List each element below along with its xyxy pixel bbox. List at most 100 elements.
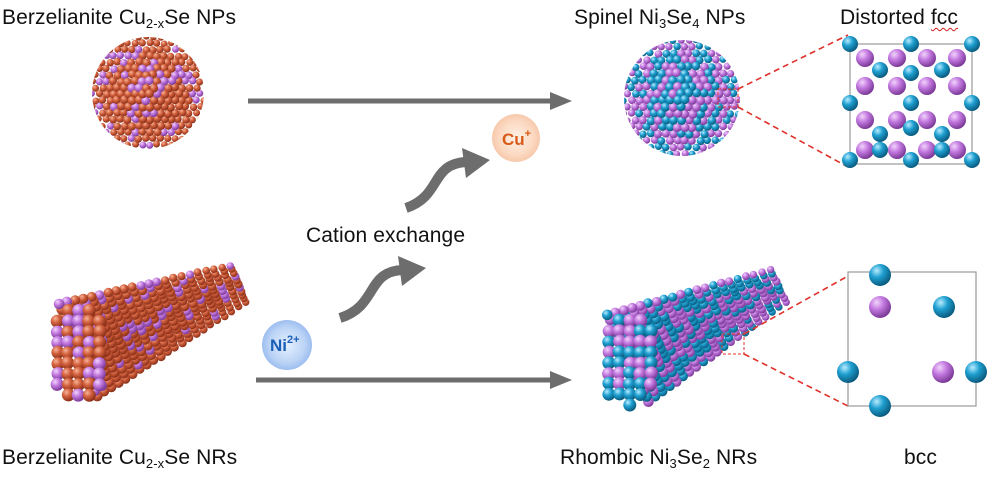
nickel-atom xyxy=(730,76,739,84)
nickel-atom xyxy=(692,49,701,58)
copper-atom xyxy=(127,96,137,105)
copper-atom xyxy=(177,58,186,66)
selenium-atom xyxy=(634,313,648,327)
copper-atom xyxy=(159,52,168,60)
selenium-atom xyxy=(948,77,966,95)
copper-atom xyxy=(123,115,132,125)
selenium-atom xyxy=(643,109,652,118)
selenium-atom xyxy=(613,334,627,348)
copper-atom xyxy=(92,84,99,92)
copper-atom xyxy=(210,265,218,274)
nickel-atom xyxy=(644,345,658,359)
nickel-atom xyxy=(654,75,663,84)
nickel-atom xyxy=(869,264,891,286)
nickel-atom xyxy=(704,43,712,51)
nickel-atom xyxy=(635,109,644,118)
selenium-atom xyxy=(856,49,874,67)
selenium-atom xyxy=(668,89,678,99)
ni3se4-nps-label: Spinel Ni3Se4 NPs xyxy=(574,6,746,31)
nickel-atom xyxy=(691,61,701,71)
copper-atom xyxy=(116,65,126,74)
nickel-atom xyxy=(734,110,740,118)
nickel-atom xyxy=(684,130,694,139)
nickel-atom xyxy=(624,76,631,84)
copper-atom xyxy=(109,115,118,124)
copper-atom xyxy=(174,101,184,111)
selenium-atom xyxy=(136,281,146,291)
nickel-atom xyxy=(703,68,713,78)
selenium-atom xyxy=(50,325,64,339)
ni-ion-charge: 2+ xyxy=(287,334,300,346)
svg-text:Cu+: Cu+ xyxy=(502,128,531,149)
selenium-atom xyxy=(650,43,658,51)
selenium-atom xyxy=(692,285,702,294)
selenium-atom xyxy=(644,335,657,349)
selenium-atom xyxy=(624,82,629,90)
copper-atom xyxy=(110,128,118,136)
copper-atom xyxy=(127,45,136,54)
nickel-atom xyxy=(657,137,666,145)
nickel-atom xyxy=(903,65,919,81)
selenium-atom xyxy=(631,116,640,125)
copper-atom xyxy=(50,314,64,328)
selenium-atom xyxy=(888,49,906,67)
nickel-atom xyxy=(644,324,658,338)
selenium-atom xyxy=(680,135,689,145)
selenium-atom xyxy=(146,141,154,149)
bcc-zoom-line-bottom xyxy=(743,353,849,407)
nickel-atom xyxy=(903,120,919,136)
selenium-atom xyxy=(673,136,682,145)
nickel-atom xyxy=(647,143,655,151)
copper-atom xyxy=(164,121,173,130)
nickel-atom xyxy=(934,142,950,158)
ni-ion-symbol: Ni xyxy=(270,336,287,355)
nickel-atom xyxy=(933,296,955,318)
copper-atom xyxy=(186,58,194,66)
selenium-atom xyxy=(651,296,662,307)
selenium-atom xyxy=(633,334,647,348)
copper-atom xyxy=(181,53,189,61)
copper-atom xyxy=(142,58,151,68)
selenium-atom xyxy=(888,111,906,129)
copper-atom xyxy=(141,134,150,142)
bcc-unit-cell xyxy=(837,264,987,417)
nickel-atom xyxy=(646,129,655,138)
selenium-atom xyxy=(687,95,697,105)
selenium-atom xyxy=(124,51,133,60)
nickel-atom xyxy=(646,49,654,57)
nickel-atom xyxy=(699,49,708,58)
nickel-atom xyxy=(842,36,858,52)
copper-atom xyxy=(189,64,197,72)
copper-atom xyxy=(162,70,172,79)
selenium-atom xyxy=(687,136,696,145)
selenium-atom xyxy=(706,129,715,138)
copper-atom xyxy=(113,71,122,80)
copper-atom xyxy=(138,127,147,136)
nickel-atom xyxy=(612,356,626,370)
nickel-atom xyxy=(733,275,742,283)
selenium-atom xyxy=(680,42,689,51)
copper-atom xyxy=(113,108,122,117)
nickel-atom xyxy=(665,122,675,132)
copper-atom xyxy=(156,109,165,118)
copper-atom xyxy=(72,335,86,349)
selenium-atom xyxy=(661,62,671,71)
selenium-atom xyxy=(719,122,727,131)
cu-nps-label: Berzelianite Cu2-xSe NPs xyxy=(2,6,237,31)
copper-atom xyxy=(196,65,203,72)
nickel-atom xyxy=(633,346,647,360)
nickel-atom xyxy=(623,366,637,380)
copper-atom xyxy=(168,141,175,149)
selenium-atom xyxy=(102,77,111,86)
nickel-atom xyxy=(673,42,681,51)
selenium-atom xyxy=(699,143,707,152)
copper-atom xyxy=(51,357,65,371)
copper-atom xyxy=(72,366,86,380)
ni3se4-nanoparticle-model xyxy=(624,40,740,156)
copper-atom xyxy=(123,39,131,47)
selenium-atom xyxy=(627,109,636,117)
nickel-atom xyxy=(602,356,616,370)
selenium-atom xyxy=(642,136,651,144)
selenium-atom xyxy=(719,109,728,118)
selenium-atom xyxy=(723,130,731,138)
